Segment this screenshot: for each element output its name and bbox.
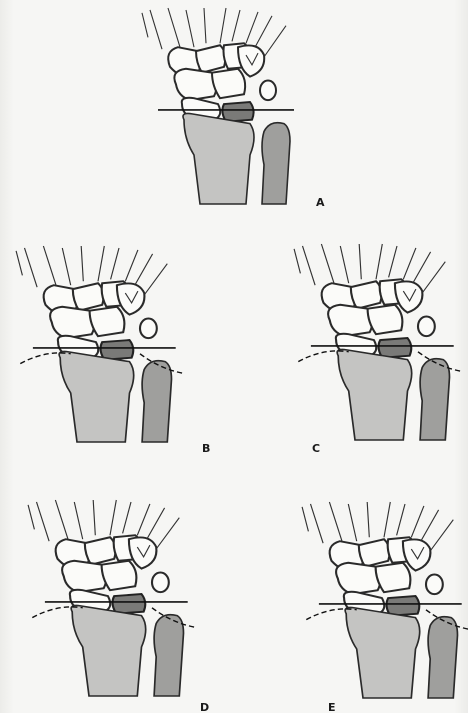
label-a: A [316, 196, 325, 209]
panel-b [16, 246, 184, 442]
panel-c [294, 244, 462, 440]
label-b: B [202, 442, 210, 455]
panel-d [28, 500, 196, 696]
label-e: E [328, 701, 336, 713]
label-d: D [200, 701, 209, 713]
label-c: C [312, 442, 320, 455]
panel-a [142, 8, 294, 204]
panel-e [302, 502, 468, 698]
